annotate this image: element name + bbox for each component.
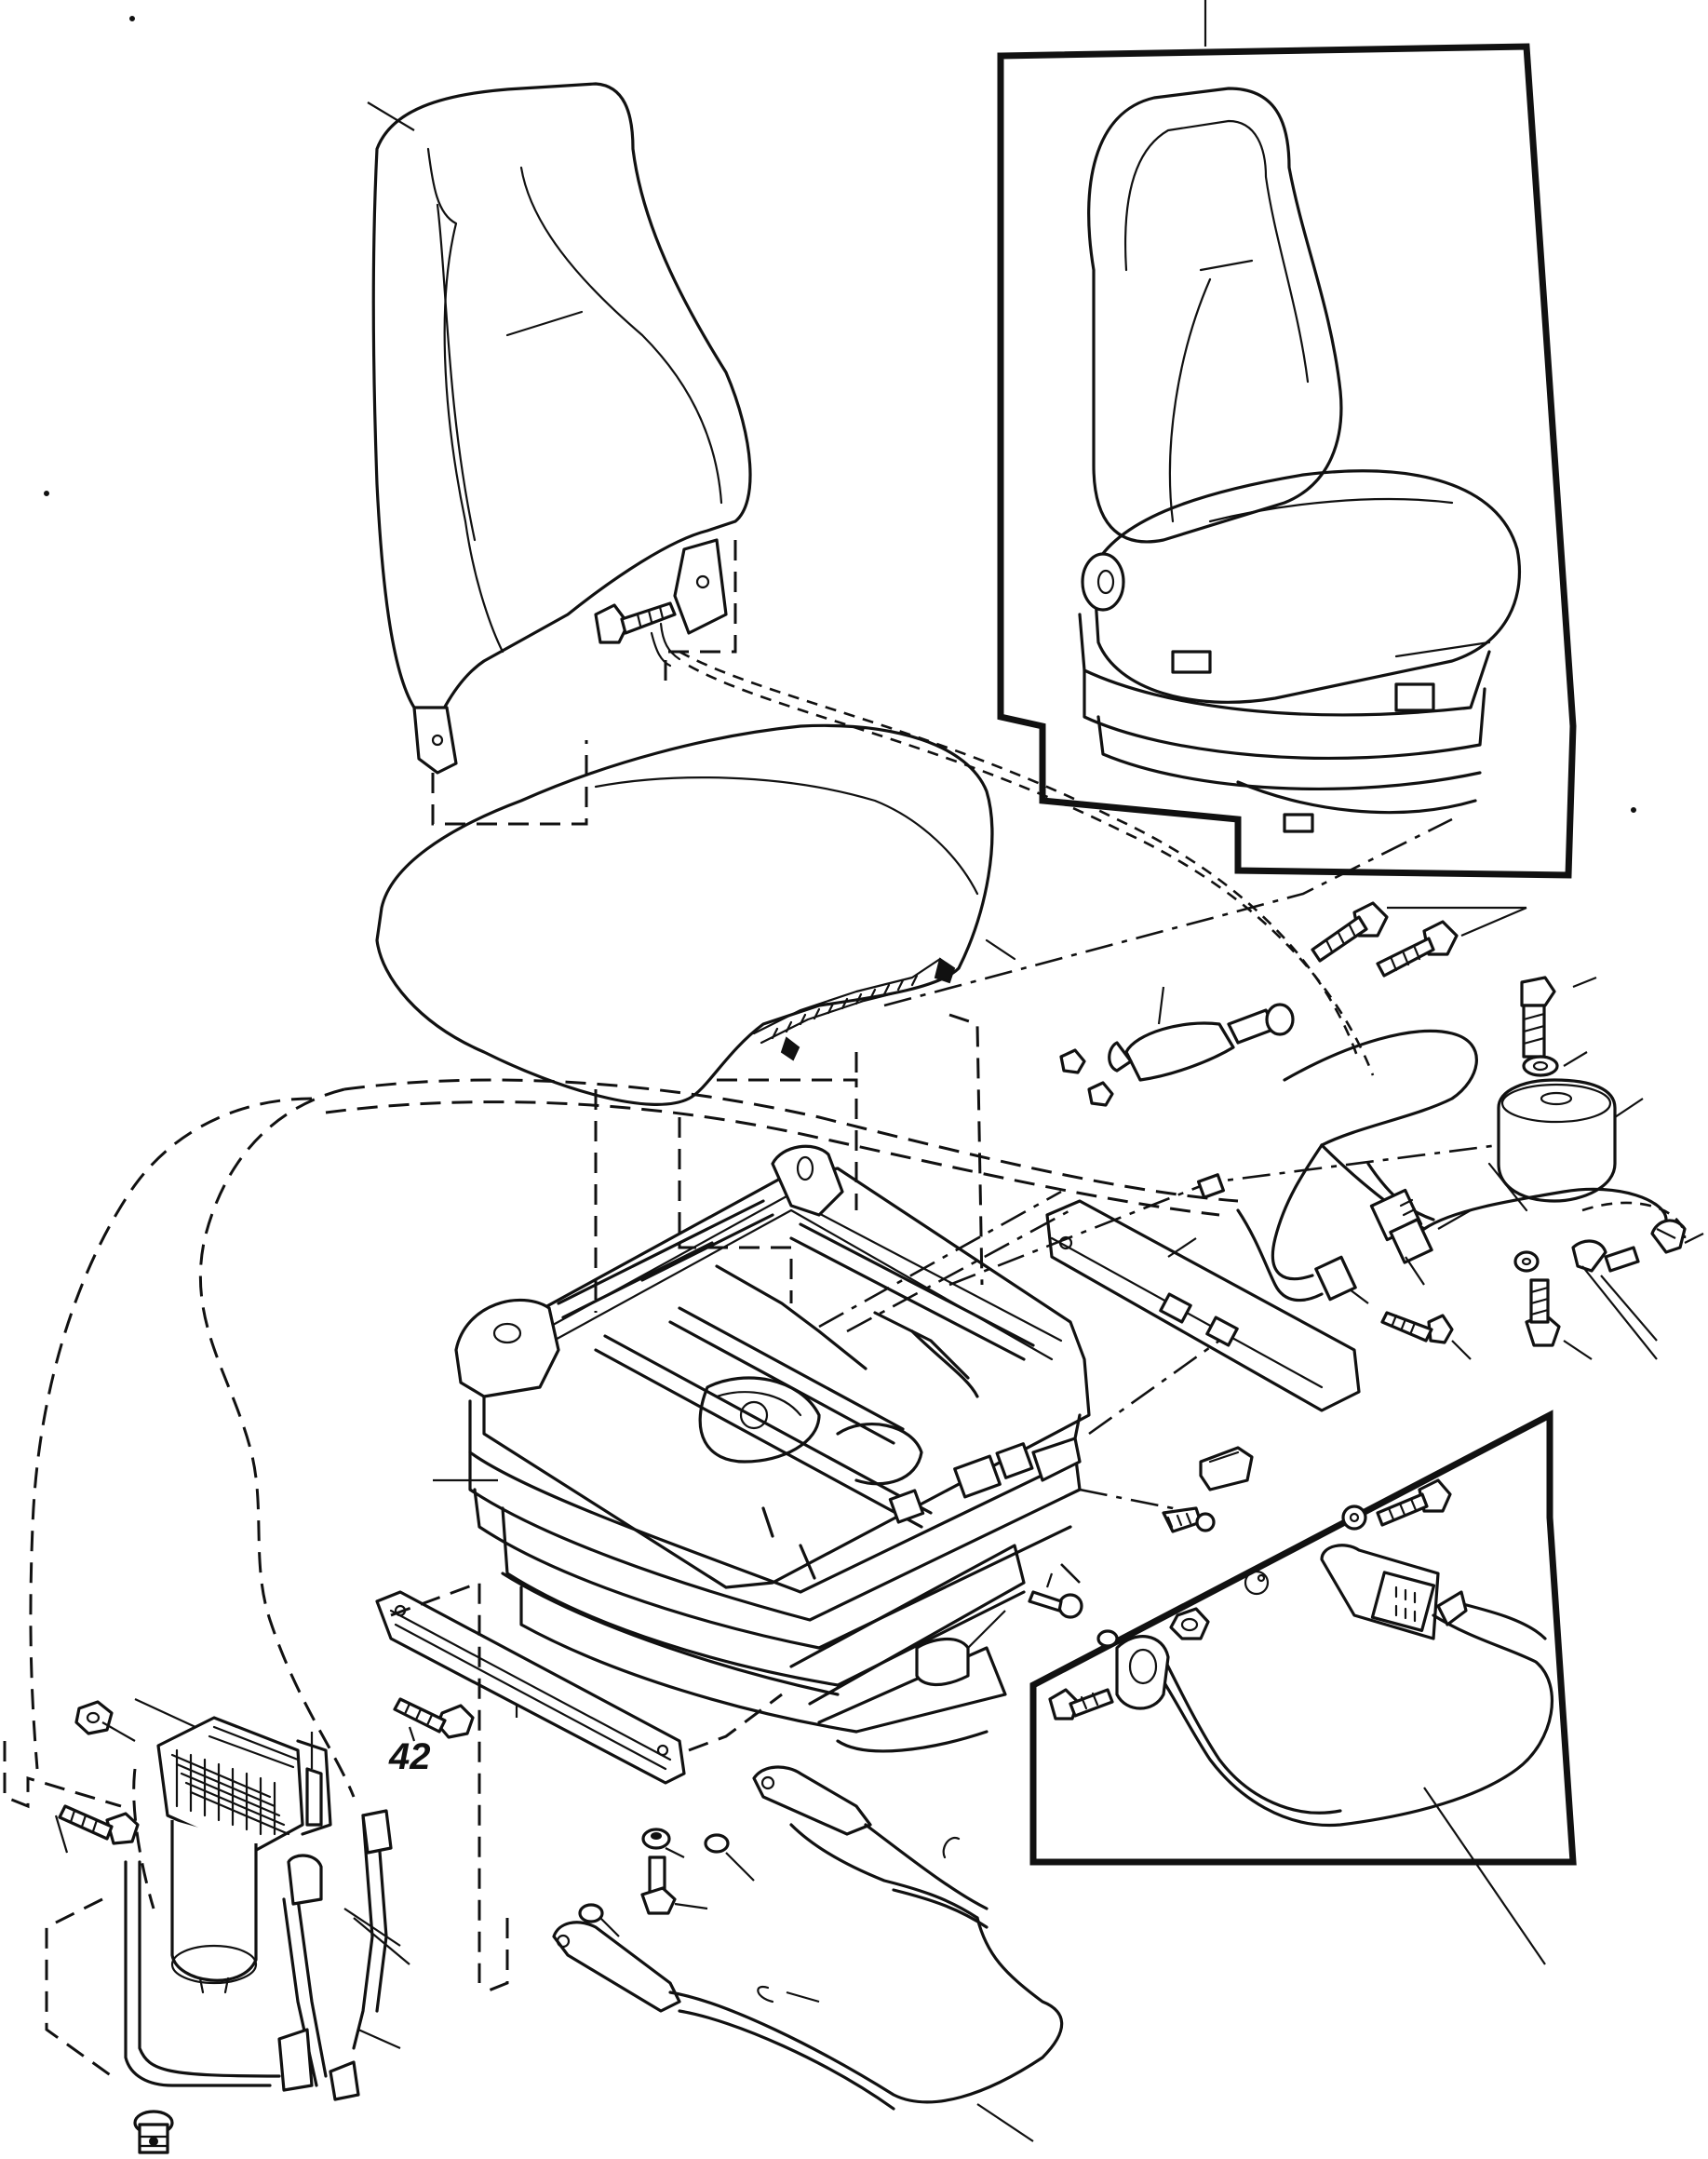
switch-clip	[1162, 1446, 1254, 1533]
assembled-seat-inset	[997, 0, 1577, 879]
rubber-mount	[1497, 976, 1644, 1203]
alignment-lines-cushion	[594, 1013, 984, 1313]
elbow-fittings	[1513, 1201, 1704, 1360]
wiring-harness	[1196, 1029, 1668, 1304]
suspension-frame	[433, 1144, 1091, 1753]
rail-bolt	[1380, 1311, 1472, 1360]
rail-fasteners	[578, 1828, 755, 1937]
inset-frame-top	[997, 43, 1577, 879]
side-rail	[1045, 1199, 1361, 1412]
base-screw	[1028, 1572, 1083, 1619]
bottom-plug	[133, 2110, 174, 2154]
bolts-upper-right	[1311, 901, 1527, 978]
backrest-bolt	[594, 601, 677, 644]
bolt-42: 42	[388, 1697, 475, 1777]
inset-frame-belt	[1029, 1410, 1577, 1866]
backrest	[367, 82, 752, 775]
seat-belt-inset	[1029, 1410, 1577, 1965]
slide-lever	[552, 1765, 1064, 2142]
seat-cushion	[375, 723, 1016, 1106]
alignment-lines-back	[431, 540, 1375, 1076]
cable-route-dashed	[29, 1078, 1239, 1798]
slide-rail-left	[375, 1580, 783, 1994]
callout-label-42: 42	[388, 1736, 431, 1777]
air-compressor	[3, 1698, 410, 2101]
gas-spring	[1059, 986, 1295, 1107]
